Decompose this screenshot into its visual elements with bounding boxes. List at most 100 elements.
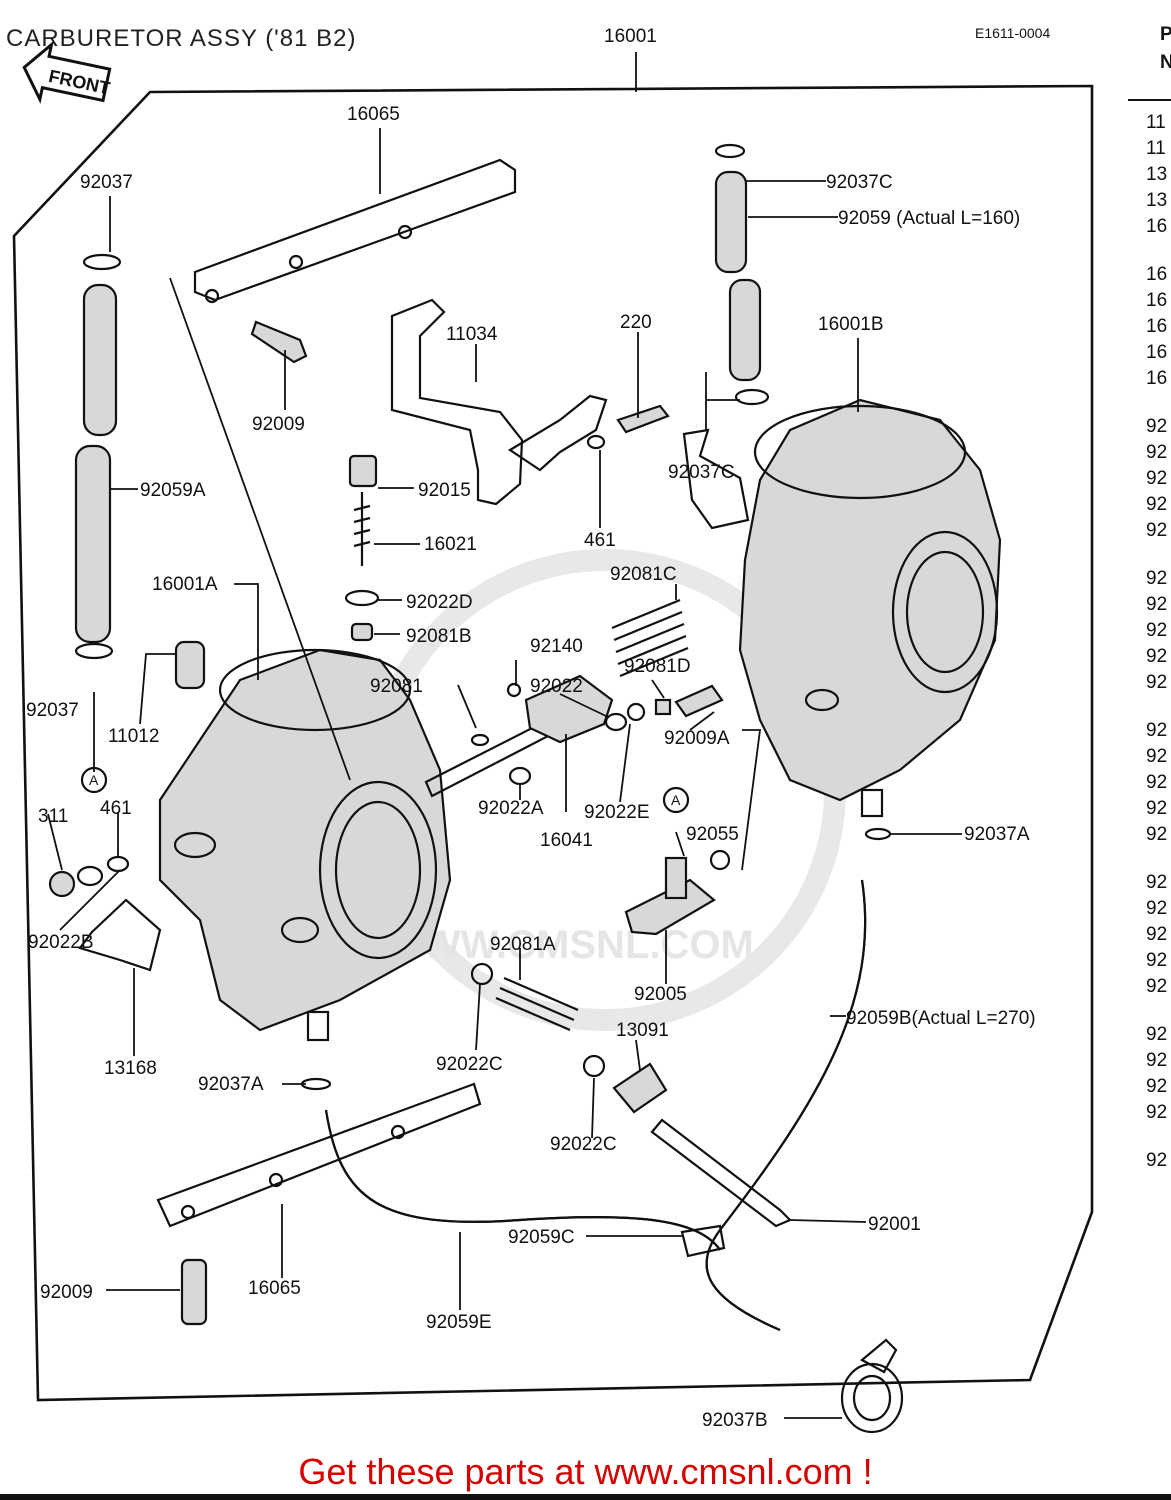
o-ring-92055	[709, 849, 731, 871]
idle-screw-stack	[344, 454, 380, 642]
page-title: CARBURETOR ASSY ('81 B2)	[6, 25, 356, 52]
callout-92081c: 92081C	[610, 564, 677, 585]
parts-list-row: 92	[1146, 1150, 1167, 1171]
fuel-rail-top	[193, 158, 517, 304]
callout-92022c-right: 92022C	[550, 1134, 617, 1155]
callout-92022e: 92022E	[584, 802, 650, 823]
parts-list-header-bottom: N	[1160, 52, 1171, 73]
callout-92005: 92005	[634, 984, 687, 1005]
screw-92009-bottom	[180, 1258, 208, 1326]
washer-461-top	[586, 434, 606, 450]
callout-92055: 92055	[686, 824, 739, 845]
valve-13091	[612, 1062, 668, 1114]
nut-311-stack	[48, 855, 130, 898]
callout-311: 311	[38, 806, 68, 827]
parts-list-row: 92	[1146, 494, 1167, 515]
parts-list-row: 92	[1146, 468, 1167, 489]
spring-92081d	[654, 698, 672, 716]
callout-labels: 16001 16065 92037 92009 11034 220 92037C…	[26, 26, 1036, 1431]
callout-92009a: 92009A	[664, 728, 730, 749]
throttle-shaft-16041	[424, 674, 614, 798]
parts-list-row: 16	[1146, 342, 1167, 363]
callout-13091: 13091	[616, 1020, 669, 1041]
leader-lines	[47, 52, 962, 1419]
callout-92059e: 92059E	[426, 1312, 492, 1333]
parts-list-row: 16	[1146, 290, 1167, 311]
hose-92059b-inner	[705, 879, 867, 1332]
callout-92022: 92022	[530, 676, 583, 697]
callout-92037-mid: 92037	[26, 700, 79, 721]
spring-92081a	[495, 976, 579, 1032]
callout-92001: 92001	[868, 1214, 921, 1235]
connection-marker-left: A	[80, 766, 108, 794]
callout-92059c: 92059C	[508, 1227, 575, 1248]
callout-92081: 92081	[370, 676, 423, 697]
parts-list-row: 13	[1146, 164, 1167, 185]
carburetor-right-16001b	[738, 398, 1002, 818]
washer-92022c-left	[470, 962, 494, 986]
callout-461-left: 461	[100, 798, 132, 819]
bracket-11034	[390, 298, 524, 506]
spring-92081c	[611, 598, 689, 678]
callout-92081b: 92081B	[406, 626, 472, 647]
washer-92022	[604, 712, 628, 732]
parts-list-row: 92	[1146, 520, 1167, 541]
guide-line	[169, 277, 351, 781]
washer-92022a	[508, 766, 532, 786]
callout-92081d: 92081D	[624, 656, 691, 677]
screw-92009-top	[250, 320, 308, 364]
callout-92009-bottom: 92009	[40, 1282, 93, 1303]
callout-92037a-right: 92037A	[964, 824, 1030, 845]
screw-220	[616, 404, 670, 434]
parts-list-row: 13	[1146, 190, 1167, 211]
parts-list-row: 16	[1146, 264, 1167, 285]
callout-11034: 11034	[446, 324, 498, 345]
callout-16001: 16001	[604, 26, 657, 47]
spring-92081	[470, 733, 490, 747]
callout-92009-top: 92009	[252, 414, 305, 435]
parts-list-row: 92	[1146, 746, 1167, 767]
callout-92015: 92015	[418, 480, 471, 501]
carburetor-left-16001a	[158, 648, 452, 1042]
parts-list-row: 92	[1146, 442, 1167, 463]
parts-list-row: 92	[1146, 872, 1167, 893]
diagram-code: E1611-0004	[975, 25, 1050, 41]
callout-92059-actual: 92059 (Actual L=160)	[838, 208, 1020, 229]
tee-fitting-92005	[624, 856, 716, 936]
callout-11012: 11012	[108, 726, 159, 747]
parts-list-row: 92	[1146, 1024, 1167, 1045]
callout-92037b: 92037B	[702, 1410, 768, 1431]
callout-16041: 16041	[540, 830, 593, 851]
rod-92001	[650, 1118, 792, 1228]
parts-list-row: 92	[1146, 976, 1167, 997]
callout-16001a: 16001A	[152, 574, 218, 595]
callout-16021: 16021	[424, 534, 477, 555]
callout-92037-top: 92037	[80, 172, 133, 193]
callout-92022b: 92022B	[28, 932, 94, 953]
callout-92059a: 92059A	[140, 480, 206, 501]
callout-92081a: 92081A	[490, 934, 556, 955]
parts-list-row: 16	[1146, 316, 1167, 337]
choke-lever-13168	[78, 898, 162, 972]
parts-list-row: 92	[1146, 798, 1167, 819]
callout-92037a-left: 92037A	[198, 1074, 264, 1095]
watermark-text: WWW.CMSNL.COM	[385, 923, 754, 967]
parts-list-row: 92	[1146, 594, 1167, 615]
parts-list-row: 11	[1146, 138, 1166, 159]
clamp-92037b	[840, 1338, 904, 1434]
footer-rule	[0, 1494, 1171, 1500]
footer-banner-link[interactable]: Get these parts at www.cmsnl.com !	[298, 1451, 873, 1492]
parts-list-row: 92	[1146, 772, 1167, 793]
parts-list-row: 92	[1146, 1076, 1167, 1097]
callout-92022d: 92022D	[406, 592, 473, 613]
callout-461-top: 461	[584, 530, 616, 551]
hose-92059a	[74, 253, 122, 660]
choke-bracket	[682, 428, 750, 530]
screw-92009a	[674, 684, 724, 718]
parts-list-row: 92	[1146, 924, 1167, 945]
marker-a-right-label: A	[671, 792, 681, 808]
parts-list-row: 16	[1146, 368, 1167, 389]
callout-92140: 92140	[530, 636, 583, 657]
